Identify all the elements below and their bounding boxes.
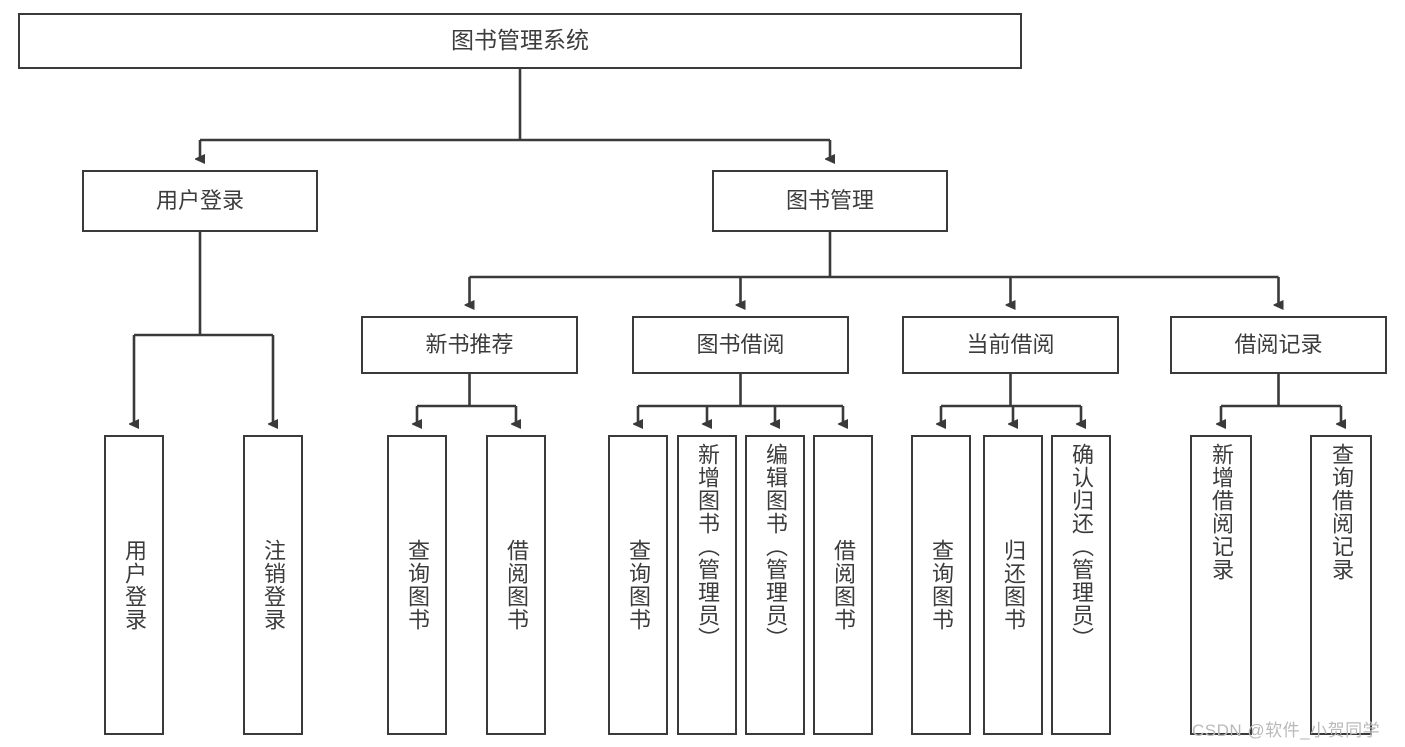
node-leaf-query-book-c[interactable]: 查询图书 — [911, 435, 971, 735]
node-label: 借阅记录 — [1234, 332, 1323, 358]
node-label: 图书借阅 — [696, 332, 785, 358]
node-label: 查询图书 — [405, 539, 430, 631]
node-l2-new-book-rec[interactable]: 新书推荐 — [361, 316, 578, 374]
node-leaf-add-record[interactable]: 新增借阅记录 — [1190, 435, 1252, 735]
node-label: 新增图书（管理员） — [695, 443, 720, 650]
node-l1-book-mgmt[interactable]: 图书管理 — [712, 170, 948, 232]
node-label: 新书推荐 — [425, 332, 514, 358]
node-label: 注销登录 — [261, 539, 286, 631]
node-l1-user-login[interactable]: 用户登录 — [82, 170, 318, 232]
node-leaf-borrow-book-a[interactable]: 借阅图书 — [486, 435, 546, 735]
node-leaf-borrow-book-b[interactable]: 借阅图书 — [813, 435, 873, 735]
node-label: 归还图书 — [1001, 539, 1026, 631]
node-label: 图书管理 — [785, 188, 874, 214]
node-label: 查询图书 — [929, 539, 954, 631]
node-label: 借阅图书 — [504, 539, 529, 631]
node-l2-book-borrow[interactable]: 图书借阅 — [632, 316, 849, 374]
node-leaf-logout[interactable]: 注销登录 — [243, 435, 303, 735]
node-label: 用户登录 — [155, 188, 244, 214]
node-leaf-return-book[interactable]: 归还图书 — [983, 435, 1043, 735]
node-root[interactable]: 图书管理系统 — [18, 13, 1022, 69]
node-label: 借阅图书 — [831, 539, 856, 631]
node-l2-borrow-record[interactable]: 借阅记录 — [1170, 316, 1387, 374]
node-label: 查询借阅记录 — [1329, 443, 1354, 581]
node-label: 编辑图书（管理员） — [763, 443, 788, 650]
node-label: 确认归还（管理员） — [1069, 443, 1094, 650]
node-label: 新增借阅记录 — [1209, 443, 1234, 581]
node-leaf-query-book-a[interactable]: 查询图书 — [387, 435, 447, 735]
node-leaf-edit-book[interactable]: 编辑图书（管理员） — [745, 435, 805, 735]
node-l2-current-borrow[interactable]: 当前借阅 — [902, 316, 1119, 374]
node-leaf-query-book-b[interactable]: 查询图书 — [608, 435, 668, 735]
node-leaf-user-login[interactable]: 用户登录 — [104, 435, 164, 735]
node-label: 当前借阅 — [966, 332, 1055, 358]
watermark-credit: CSDN @软件_小贺同学 — [1192, 721, 1381, 740]
node-leaf-add-book[interactable]: 新增图书（管理员） — [677, 435, 737, 735]
node-label: 图书管理系统 — [451, 27, 589, 54]
node-label: 查询图书 — [626, 539, 651, 631]
node-leaf-confirm-return[interactable]: 确认归还（管理员） — [1051, 435, 1111, 735]
node-leaf-query-record[interactable]: 查询借阅记录 — [1310, 435, 1372, 735]
node-label: 用户登录 — [122, 539, 147, 631]
